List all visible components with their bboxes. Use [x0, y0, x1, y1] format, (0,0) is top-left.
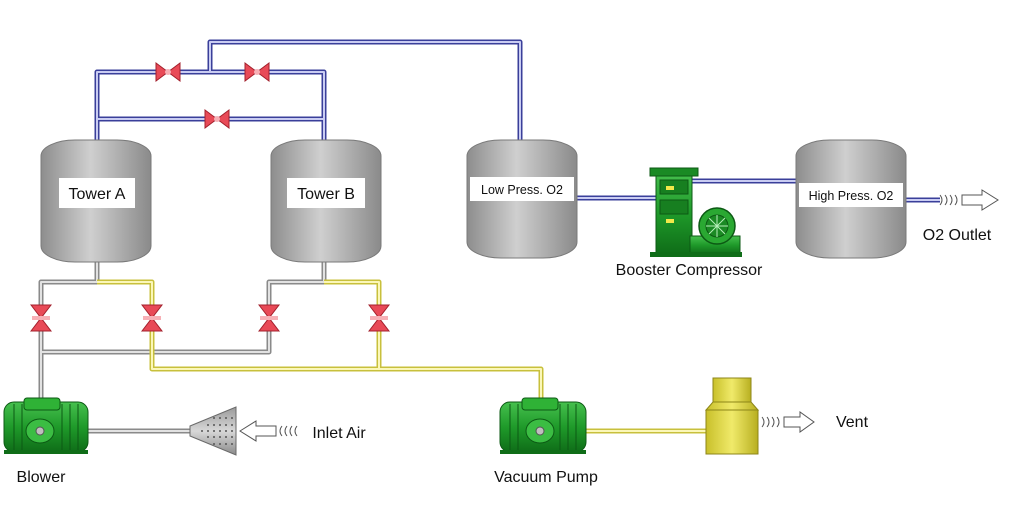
- valve-icon[interactable]: [244, 62, 270, 82]
- flow-arrow-icon: [761, 411, 815, 433]
- top-valves: [155, 62, 270, 129]
- inlet-filter-icon: [189, 406, 237, 456]
- vacuum-pump: [499, 397, 587, 454]
- valve-icon[interactable]: [155, 62, 181, 82]
- air-pipes: [38, 262, 327, 434]
- tower-b: Tower B: [270, 139, 382, 263]
- valve-icon[interactable]: [204, 109, 230, 129]
- vent-silencer: [704, 377, 760, 455]
- blower: [3, 397, 89, 454]
- flow-arrow-icon: [939, 189, 999, 211]
- valve-icon[interactable]: [257, 304, 281, 332]
- booster-compressor-label: Booster Compressor: [616, 262, 763, 279]
- oxygen-pipes: [94, 39, 940, 203]
- tower-a: Tower A: [40, 139, 152, 263]
- bottom-valves: [29, 304, 391, 332]
- high-press-label: High Press. O2: [809, 189, 894, 203]
- valve-icon[interactable]: [140, 304, 164, 332]
- blower-label: Blower: [17, 469, 67, 486]
- o2-outlet-label: O2 Outlet: [923, 227, 992, 244]
- high-pressure-o2-tank: High Press. O2: [795, 139, 907, 259]
- tower-a-label: Tower A: [69, 186, 126, 203]
- low-press-label: Low Press. O2: [481, 183, 563, 197]
- vacuum-pipes: [97, 279, 708, 434]
- valve-icon[interactable]: [29, 304, 53, 332]
- inlet-air-label: Inlet Air: [312, 425, 366, 442]
- tower-b-label: Tower B: [297, 186, 355, 203]
- flow-arrow-icon: [239, 420, 298, 442]
- booster-compressor: [649, 167, 742, 257]
- low-pressure-o2-tank: Low Press. O2: [466, 139, 578, 259]
- vent-label: Vent: [836, 414, 869, 431]
- vacuum-pump-label: Vacuum Pump: [494, 469, 598, 486]
- valve-icon[interactable]: [367, 304, 391, 332]
